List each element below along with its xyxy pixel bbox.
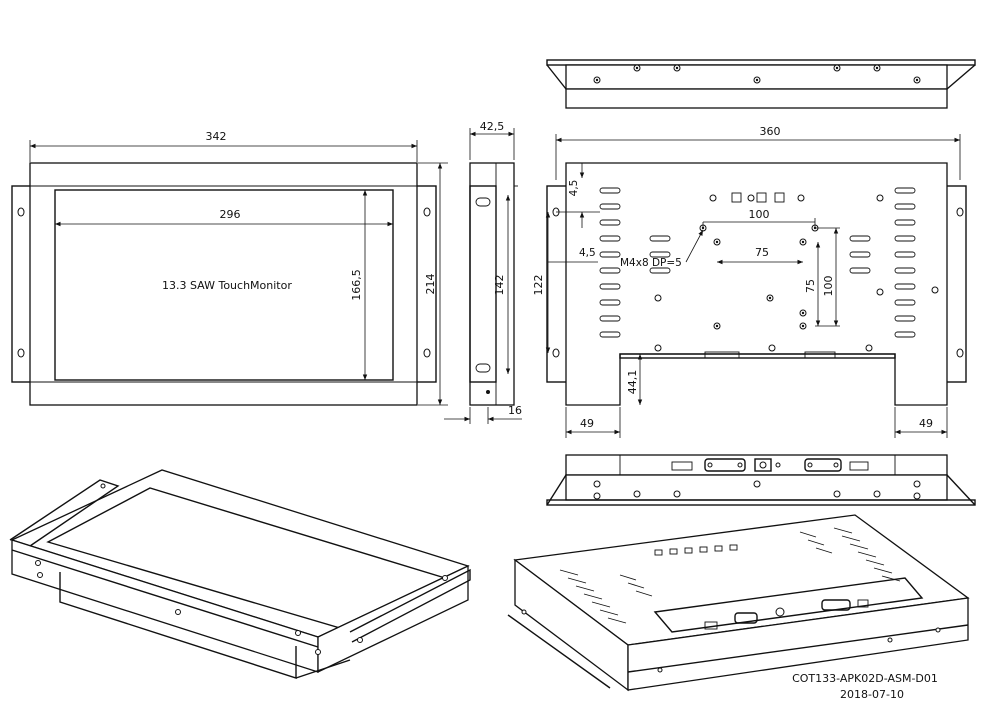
rear-width-label: 360 <box>760 125 781 138</box>
front-width-label: 342 <box>206 130 227 143</box>
side-height-label: 142 <box>493 275 506 296</box>
right-margin-label: 49 <box>919 417 933 430</box>
rear-vents-left <box>599 187 671 338</box>
mount-spacing-v2-label: 75 <box>804 279 817 293</box>
rear-vents-right <box>849 187 916 338</box>
mount-spacing-h-label: 100 <box>749 208 770 221</box>
connector-height-label: 44,1 <box>626 370 639 395</box>
drawing-number: COT133-APK02D-ASM-D01 <box>792 672 938 685</box>
side-view: 42,5 142 16 <box>444 120 522 424</box>
display-width-label: 296 <box>220 208 241 221</box>
iso-rear-vents <box>559 527 901 624</box>
rear-top-offset-label: 4,5 <box>568 180 580 197</box>
rear-buttons <box>709 192 805 203</box>
mount-spacing-h2-label: 75 <box>755 246 769 259</box>
bottom-view <box>546 454 976 506</box>
left-margin-label: 49 <box>580 417 594 430</box>
title-block: COT133-APK02D-ASM-D01 2018-07-10 <box>792 672 938 701</box>
rear-side-offset-label: 4,5 <box>579 247 596 259</box>
rear-screw-holes <box>654 194 939 352</box>
front-height-label: 214 <box>424 274 437 295</box>
mount-spacing-v-label: 100 <box>822 276 835 297</box>
product-label: 13.3 SAW TouchMonitor <box>162 279 292 292</box>
top-view <box>546 59 976 109</box>
side-bracket-label: 16 <box>508 404 522 417</box>
screw-note: M4x8 DP=5 <box>620 257 682 269</box>
drawing-date: 2018-07-10 <box>840 688 904 701</box>
isometric-front-view <box>9 469 471 679</box>
isometric-rear-view <box>507 514 970 692</box>
display-height-label: 166,5 <box>350 269 363 301</box>
rear-view: 360 4,5 4,5 122 100 75 100 75 M4x8 DP=5 <box>532 125 967 438</box>
front-view: 13.3 SAW TouchMonitor 342 296 166,5 214 <box>11 130 448 406</box>
side-depth-label: 42,5 <box>480 120 505 133</box>
rear-height-label: 122 <box>532 275 545 296</box>
